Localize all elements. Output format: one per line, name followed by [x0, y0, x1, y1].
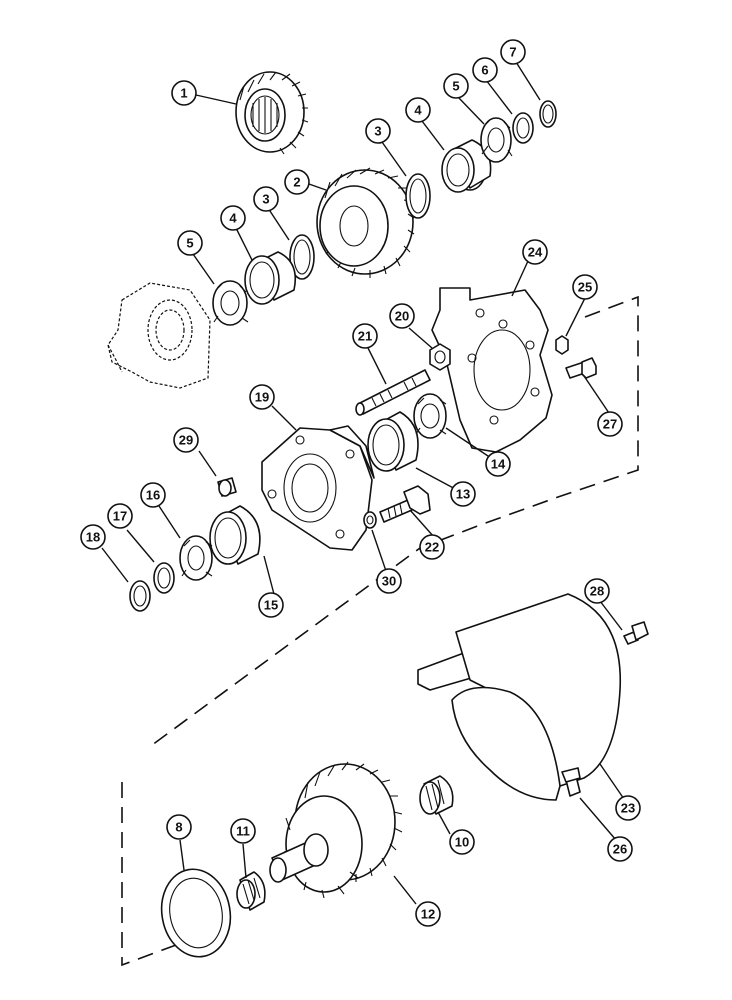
callout-label: 13	[456, 487, 470, 502]
callout-18: 18	[80, 524, 106, 550]
callout-label: 4	[414, 103, 422, 118]
bearing-cup-part	[441, 139, 492, 193]
callout-6: 6	[472, 57, 498, 83]
callout-label: 3	[262, 192, 269, 207]
callout-label: 30	[382, 574, 396, 589]
callout-label: 2	[293, 175, 300, 190]
callout-30: 30	[376, 568, 402, 594]
callout-20: 20	[389, 303, 415, 329]
callout-label: 24	[528, 245, 543, 260]
needle-bearing-part	[419, 775, 454, 815]
nut-part	[555, 335, 569, 355]
callout-label: 26	[613, 842, 627, 857]
callout-14: 14	[485, 451, 511, 477]
callout-label: 6	[481, 63, 488, 78]
callout-29: 29	[173, 427, 199, 453]
callout-label: 8	[175, 820, 182, 835]
dowel-part	[217, 477, 237, 497]
callout-label: 14	[491, 457, 506, 472]
callout-8: 8	[166, 814, 192, 840]
washer-part	[153, 562, 175, 594]
callout-label: 7	[509, 45, 516, 60]
bearing-cup-part	[244, 251, 297, 305]
needle-bearing-part	[236, 871, 266, 911]
callout-24: 24	[522, 239, 548, 265]
callout-21: 21	[352, 323, 378, 349]
seal-ring-part	[160, 868, 232, 958]
snap-ring-part	[289, 234, 315, 280]
bolt-part	[565, 357, 597, 379]
callout-27: 27	[597, 411, 623, 437]
snap-ring-part	[405, 173, 431, 219]
callout-1: 1	[171, 80, 197, 106]
callout-label: 27	[603, 417, 617, 432]
bolt-part	[623, 621, 649, 645]
callout-13: 13	[450, 481, 476, 507]
callout-22: 22	[419, 534, 445, 560]
callout-label: 29	[179, 433, 193, 448]
callout-label: 18	[86, 530, 100, 545]
gear-large-part	[316, 167, 415, 278]
callout-26: 26	[607, 836, 633, 862]
callout-label: 5	[186, 236, 193, 251]
callout-label: 20	[395, 309, 409, 324]
gear-small-part	[235, 71, 309, 155]
stud-part	[355, 369, 431, 416]
callout-4: 4	[405, 97, 431, 123]
callout-label: 11	[236, 824, 250, 839]
callout-5: 5	[177, 230, 203, 256]
housing-part	[261, 425, 375, 551]
callout-28: 28	[584, 578, 610, 604]
bolt-part	[379, 485, 431, 523]
callout-label: 19	[255, 390, 269, 405]
washer-part	[363, 511, 377, 529]
leader-lines	[101, 61, 625, 905]
bearing-cone-part	[179, 535, 213, 581]
gear-shaft-part	[269, 761, 403, 899]
callout-19: 19	[249, 384, 275, 410]
nut-part	[429, 343, 451, 371]
callout-3: 3	[365, 118, 391, 144]
callout-17: 17	[107, 503, 133, 529]
callout-label: 15	[264, 598, 278, 613]
callout-5: 5	[443, 73, 469, 99]
callout-23: 23	[615, 795, 641, 821]
callout-7: 7	[500, 39, 526, 65]
callout-label: 12	[421, 907, 435, 922]
callout-16: 16	[140, 482, 166, 508]
callout-label: 3	[374, 124, 381, 139]
snap-ring-part	[129, 580, 151, 612]
callout-label: 1	[180, 86, 187, 101]
bearing-cone-part	[413, 393, 447, 439]
callout-label: 23	[621, 801, 635, 816]
bearing-cup-part	[209, 505, 261, 565]
callout-label: 21	[358, 329, 372, 344]
callout-label: 16	[146, 488, 160, 503]
callout-label: 25	[578, 280, 592, 295]
callout-label: 28	[590, 584, 604, 599]
bearing-cup-part	[367, 411, 419, 472]
callout-label: 4	[229, 211, 237, 226]
bearing-cone-part	[212, 280, 249, 326]
callout-10: 10	[449, 829, 475, 855]
callout-label: 10	[455, 835, 469, 850]
callout-label: 5	[452, 79, 459, 94]
callout-2: 2	[284, 169, 310, 195]
reference-housing-phantom	[107, 282, 211, 389]
callout-15: 15	[258, 592, 284, 618]
bolt-part	[561, 767, 581, 797]
snap-ring-part	[539, 100, 557, 128]
callout-label: 17	[113, 509, 127, 524]
callout-3: 3	[253, 186, 279, 212]
plate-part	[431, 287, 553, 453]
bearing-cone-part	[480, 117, 513, 163]
washer-part	[512, 112, 534, 144]
callout-11: 11	[230, 818, 256, 844]
callout-4: 4	[220, 205, 246, 231]
callout-12: 12	[415, 901, 441, 927]
callout-label: 22	[425, 540, 439, 555]
callout-25: 25	[572, 274, 598, 300]
guard-part	[417, 593, 622, 801]
